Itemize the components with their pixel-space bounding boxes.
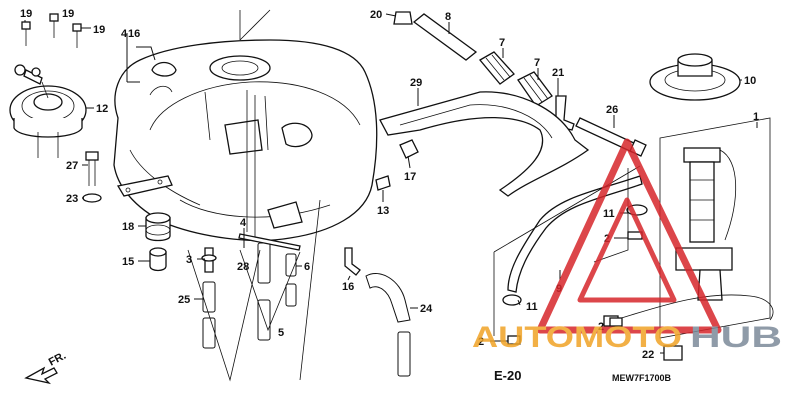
callout-19: 19 <box>93 24 105 36</box>
watermark: AUTOMOTO HUB <box>472 138 782 354</box>
tube-24[interactable] <box>365 273 411 377</box>
callout-13: 13 <box>377 205 389 217</box>
bolt-19-a[interactable] <box>21 21 31 46</box>
callout-17: 17 <box>404 171 416 183</box>
joint-14[interactable] <box>344 247 361 276</box>
tube-5[interactable] <box>257 242 271 341</box>
callout-8: 8 <box>445 11 451 23</box>
bolt-19-c[interactable] <box>72 23 82 48</box>
watermark-text-a: AUTOMOTO <box>472 321 682 354</box>
callout-1: 1 <box>753 111 759 123</box>
callout-labels: 19 19 19 4 16 12 27 23 18 15 3 25 4 28 5… <box>20 8 759 361</box>
hose-8[interactable] <box>412 13 478 61</box>
front-label: FR. <box>47 350 68 369</box>
clip-13[interactable] <box>375 175 391 191</box>
collar-15[interactable] <box>149 247 167 272</box>
callout-2: 2 <box>478 336 484 348</box>
filter-7-a[interactable] <box>479 51 515 85</box>
callout-28: 28 <box>237 261 249 273</box>
heat-guard-29[interactable] <box>379 91 590 197</box>
packing-10[interactable] <box>649 53 741 101</box>
clip-17[interactable] <box>399 139 419 159</box>
nut-20[interactable] <box>393 11 413 25</box>
fuel-pump-assembly[interactable] <box>659 117 771 339</box>
fuel-tank[interactable] <box>113 39 378 242</box>
fuel-hose-9[interactable] <box>507 175 643 293</box>
callout-29: 29 <box>410 77 422 89</box>
callout-11: 11 <box>526 301 538 313</box>
callout-25: 25 <box>178 294 190 306</box>
callout-14: 16 <box>342 281 354 293</box>
tank-bracket[interactable] <box>116 175 173 197</box>
callout-6: 6 <box>304 261 310 273</box>
callout-19: 19 <box>62 8 74 20</box>
bolt-27[interactable] <box>85 151 99 186</box>
callout-27: 27 <box>66 160 78 172</box>
fuel-cap[interactable] <box>9 64 87 158</box>
callout-16: 16 <box>128 28 140 40</box>
callout-4: 4 <box>240 217 247 229</box>
joint-3[interactable] <box>201 247 217 273</box>
callout-22: 22 <box>642 349 654 361</box>
hose-clamp-11-b[interactable] <box>502 294 522 306</box>
callout-5: 5 <box>278 327 284 339</box>
rubber-mount-18[interactable] <box>145 212 171 242</box>
callout-24: 24 <box>420 303 433 315</box>
callout-12: 12 <box>96 103 108 115</box>
washer-23[interactable] <box>82 193 102 203</box>
watermark-text-b: HUB <box>690 321 782 354</box>
rod-28[interactable] <box>238 233 301 251</box>
callout-11: 11 <box>603 208 615 220</box>
callout-7: 7 <box>534 57 540 69</box>
callout-20: 20 <box>370 9 382 21</box>
callout-7: 7 <box>499 37 505 49</box>
callout-23: 23 <box>66 193 78 205</box>
callout-15: 15 <box>122 256 134 268</box>
callout-26: 26 <box>606 104 618 116</box>
ref-e20: E-20 <box>494 368 521 383</box>
tube-6[interactable] <box>285 253 297 307</box>
front-arrow: FR. <box>24 350 68 385</box>
diagram-code: MEW7F1700B <box>612 373 672 383</box>
clip-2-b[interactable] <box>507 335 521 345</box>
callout-4: 4 <box>121 28 128 40</box>
grommet-22[interactable] <box>663 345 683 361</box>
clip-2-c[interactable] <box>609 317 623 327</box>
callout-19: 19 <box>20 8 32 20</box>
callout-21: 21 <box>552 67 564 79</box>
leader-lines <box>24 13 758 354</box>
callout-3: 3 <box>186 254 192 266</box>
bolt-19-b[interactable] <box>49 13 59 38</box>
callout-18: 18 <box>122 221 134 233</box>
filter-7-b[interactable] <box>517 71 553 107</box>
callout-10: 10 <box>744 75 756 87</box>
